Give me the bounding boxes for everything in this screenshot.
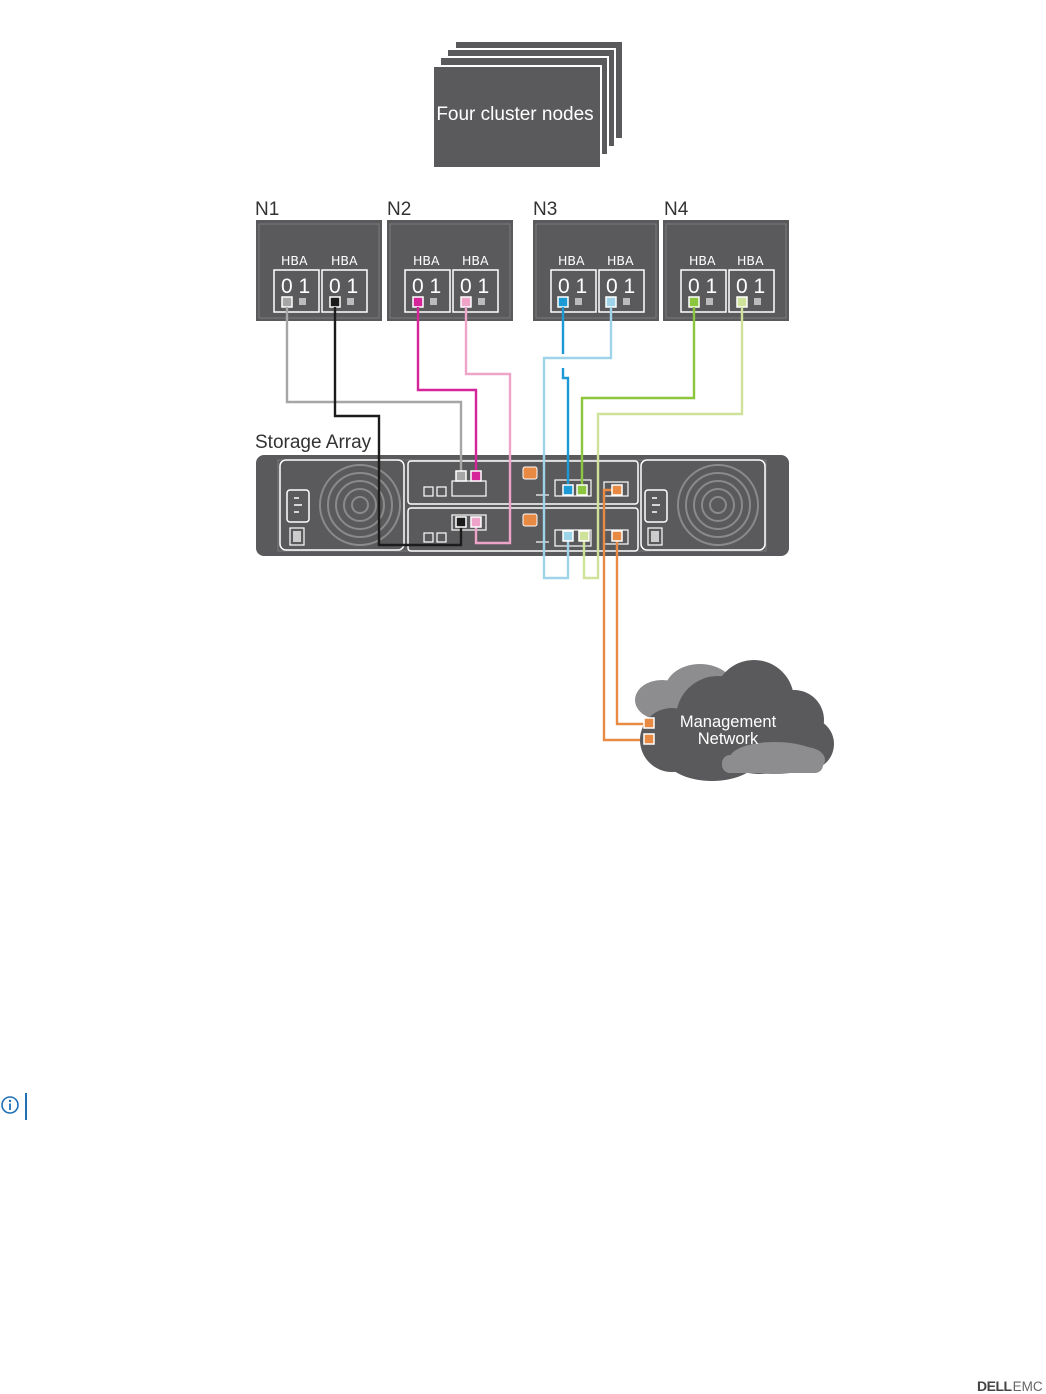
hba-card [550, 269, 597, 313]
hba-port-digits: 0 1 [281, 275, 310, 298]
hba-port [412, 296, 424, 308]
fan-icon [319, 464, 401, 546]
hba-port [605, 296, 617, 308]
hba-card [728, 269, 775, 313]
cluster-nodes-label: Four cluster nodes [436, 104, 593, 125]
hba-label: HBA [607, 253, 634, 268]
status-led [522, 466, 538, 480]
controller-ports [455, 470, 623, 542]
node-label-n1: N1 [255, 199, 279, 220]
node-n1: HBA HBA 0 1 0 1 [256, 220, 382, 321]
hba-port-digits: 0 1 [736, 275, 765, 298]
hba-port-digits: 0 1 [329, 275, 358, 298]
hba-port [688, 296, 700, 308]
hba-label: HBA [413, 253, 440, 268]
node-n3: HBA HBA 0 1 0 1 [533, 220, 659, 321]
hba-port [623, 298, 630, 305]
hba-port [281, 296, 293, 308]
cable-n3-hba1 [561, 307, 570, 490]
power-supply-left [279, 459, 405, 551]
hba-label: HBA [689, 253, 716, 268]
hba-card [598, 269, 645, 313]
power-switch-icon [647, 527, 663, 546]
hba-port [575, 298, 582, 305]
hba-port-digits: 0 1 [606, 275, 635, 298]
fan-icon [677, 464, 759, 546]
hba-card [680, 269, 727, 313]
hba-port [706, 298, 713, 305]
cables [285, 307, 744, 742]
hba-port [299, 298, 306, 305]
hba-card [452, 269, 499, 313]
logo-emc: EMC [1012, 1379, 1043, 1394]
hba-label: HBA [737, 253, 764, 268]
note-divider [25, 1093, 27, 1120]
hba-label: HBA [558, 253, 585, 268]
hba-label: HBA [281, 253, 308, 268]
hba-port [478, 298, 485, 305]
logo-dell: DELL [977, 1378, 1012, 1394]
node-n4: HBA HBA 0 1 0 1 [663, 220, 789, 321]
cable-n1-hba1 [285, 307, 463, 476]
management-network-label: Network [698, 730, 759, 748]
hba-port [736, 296, 748, 308]
hba-port [557, 296, 569, 308]
node-label-n4: N4 [664, 199, 689, 220]
hba-card [321, 269, 368, 313]
storage-array [256, 455, 789, 556]
status-led [522, 513, 538, 527]
hba-port-digits: 0 1 [688, 275, 717, 298]
hba-port [460, 296, 472, 308]
power-switch-icon [289, 527, 305, 546]
network-port [643, 717, 655, 729]
hba-port [329, 296, 341, 308]
hba-port [430, 298, 437, 305]
hba-card [273, 269, 320, 313]
hba-port-digits: 0 1 [460, 275, 489, 298]
cable-n4-hba2 [582, 307, 744, 580]
cluster-nodes-stack: Four cluster nodes [432, 40, 624, 169]
node-label-n3: N3 [533, 199, 557, 220]
cable-n2-hba1 [416, 307, 478, 476]
power-inlet-icon [644, 489, 668, 523]
cable-n2-hba2 [464, 307, 512, 545]
cable-n4-hba1 [580, 307, 696, 490]
hba-port [754, 298, 761, 305]
cable-n3-hba2 [542, 307, 613, 580]
info-icon [1, 1096, 19, 1114]
hba-port [347, 298, 354, 305]
hba-label: HBA [331, 253, 358, 268]
hba-label: HBA [462, 253, 489, 268]
power-inlet-icon [286, 489, 310, 523]
node-n2: HBA HBA 0 1 0 1 [387, 220, 513, 321]
cable-mgmt-bottom [615, 536, 646, 726]
network-port [643, 733, 655, 745]
management-network-label: Management [680, 713, 777, 731]
hba-port-digits: 0 1 [412, 275, 441, 298]
storage-array-label: Storage Array [255, 432, 372, 453]
cable-mgmt-top [602, 488, 646, 742]
management-network-cloud: Management Network [635, 660, 834, 781]
hba-port-digits: 0 1 [558, 275, 587, 298]
cable-n1-hba2 [333, 307, 463, 547]
hba-card [404, 269, 451, 313]
node-label-n2: N2 [387, 199, 411, 220]
